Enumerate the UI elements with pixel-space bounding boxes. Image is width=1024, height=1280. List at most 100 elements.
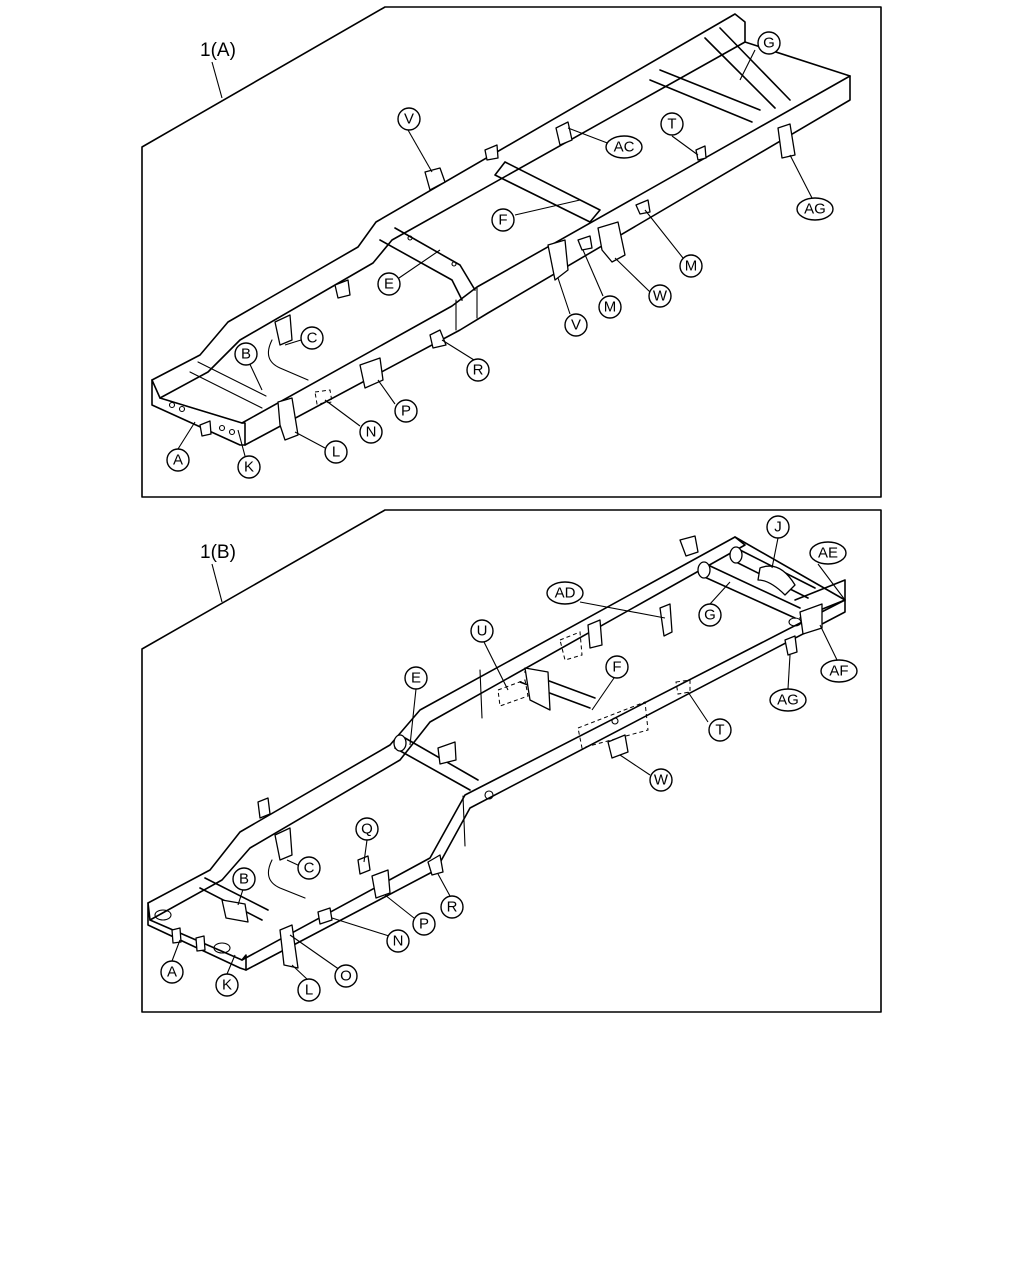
chassis-frame-a bbox=[151, 13, 851, 446]
label-a-b: B bbox=[234, 342, 258, 366]
label-b-w: W bbox=[649, 768, 673, 792]
label-b-g: G bbox=[698, 603, 722, 627]
label-a-a: A bbox=[166, 448, 190, 472]
svg-text:W: W bbox=[654, 772, 669, 789]
bracket-c bbox=[274, 314, 293, 346]
bracket-e bbox=[334, 279, 351, 299]
label-b-q: Q bbox=[355, 817, 379, 841]
svg-text:E: E bbox=[384, 276, 394, 293]
label-b-af: AF bbox=[820, 659, 858, 683]
bracket-w bbox=[597, 221, 626, 263]
label-b-o: O bbox=[334, 964, 358, 988]
label-a-m-lower: M bbox=[598, 295, 622, 319]
label-a-v-upper: V bbox=[397, 107, 421, 131]
label-b-n: N bbox=[386, 929, 410, 953]
bracket-v-lower bbox=[547, 239, 569, 281]
svg-text:AF: AF bbox=[829, 663, 848, 680]
label-a-v-lower: V bbox=[564, 313, 588, 337]
svg-text:G: G bbox=[763, 35, 775, 52]
svg-text:K: K bbox=[244, 459, 254, 476]
label-b-u: U bbox=[470, 619, 494, 643]
label-b-b: B bbox=[232, 867, 256, 891]
svg-text:N: N bbox=[393, 933, 404, 950]
bracket-r bbox=[427, 854, 444, 876]
bracket-ag bbox=[784, 635, 798, 656]
svg-text:A: A bbox=[173, 452, 183, 469]
bracket-k bbox=[199, 420, 212, 437]
svg-text:M: M bbox=[604, 299, 617, 316]
svg-text:A: A bbox=[167, 964, 177, 981]
bracket-ad bbox=[659, 603, 673, 637]
rear-top-bracket bbox=[679, 535, 699, 557]
label-a-t: T bbox=[660, 112, 684, 136]
label-a-k: K bbox=[237, 455, 261, 479]
svg-text:R: R bbox=[473, 362, 484, 379]
tube-j-end bbox=[729, 546, 743, 564]
panel-b: 1(B) bbox=[141, 509, 882, 1013]
label-a-p: P bbox=[394, 399, 418, 423]
bracket-u bbox=[497, 679, 529, 707]
label-a-e: E bbox=[377, 272, 401, 296]
bracket-m-upper bbox=[635, 199, 651, 215]
bracket-f bbox=[524, 667, 551, 711]
label-b-k: K bbox=[215, 973, 239, 997]
label-b-j: J bbox=[766, 515, 790, 539]
svg-text:K: K bbox=[222, 977, 232, 994]
bracket-v-upper bbox=[424, 167, 446, 191]
svg-text:V: V bbox=[571, 317, 581, 334]
label-b-r: R bbox=[440, 895, 464, 919]
bracket-top bbox=[484, 144, 499, 161]
svg-text:P: P bbox=[401, 403, 411, 420]
leaders-a bbox=[177, 49, 813, 457]
svg-text:T: T bbox=[667, 116, 676, 133]
bracket-p bbox=[371, 869, 391, 899]
label-b-l: L bbox=[297, 978, 321, 1002]
engine-mount-b bbox=[221, 899, 249, 923]
svg-text:AE: AE bbox=[818, 545, 838, 562]
bracket-ac bbox=[555, 121, 573, 146]
bracket-ag bbox=[777, 123, 796, 159]
panel-a-title: 1(A) bbox=[200, 40, 236, 61]
label-a-m-upper: M bbox=[679, 254, 703, 278]
bracket-af bbox=[799, 603, 823, 635]
svg-text:P: P bbox=[419, 916, 429, 933]
svg-text:B: B bbox=[241, 346, 251, 363]
bracket-r bbox=[429, 329, 447, 349]
bracket-t bbox=[695, 145, 707, 161]
label-b-f: F bbox=[605, 655, 629, 679]
label-a-w: W bbox=[648, 284, 672, 308]
bracket-w bbox=[607, 734, 629, 759]
label-b-p: P bbox=[412, 912, 436, 936]
bracket-m-lower bbox=[577, 235, 593, 251]
svg-text:N: N bbox=[366, 424, 377, 441]
svg-text:F: F bbox=[612, 659, 621, 676]
bracket-n bbox=[314, 389, 333, 405]
svg-text:U: U bbox=[477, 623, 488, 640]
bracket-e bbox=[437, 741, 457, 765]
bracket-t bbox=[675, 679, 691, 695]
panel-a-title-leader bbox=[211, 61, 223, 99]
label-b-ag: AG bbox=[769, 688, 807, 712]
bracket-k bbox=[195, 935, 206, 952]
bracket-l bbox=[279, 924, 299, 969]
svg-text:E: E bbox=[411, 670, 421, 687]
svg-text:B: B bbox=[239, 871, 249, 888]
label-b-t: T bbox=[708, 718, 732, 742]
svg-text:C: C bbox=[304, 860, 315, 877]
bracket-a bbox=[171, 927, 182, 944]
label-b-e: E bbox=[404, 666, 428, 690]
label-b-a: A bbox=[160, 960, 184, 984]
tube-e-end bbox=[393, 734, 407, 752]
label-a-ag: AG bbox=[796, 197, 834, 221]
panel-a: 1(A) bbox=[141, 6, 882, 498]
bracket-n bbox=[317, 907, 333, 925]
svg-text:AC: AC bbox=[614, 139, 635, 156]
label-a-f: F bbox=[491, 208, 515, 232]
panel-b-border bbox=[141, 509, 882, 1013]
svg-text:F: F bbox=[498, 212, 507, 229]
panel-b-title: 1(B) bbox=[200, 542, 236, 563]
chassis-frame-b bbox=[147, 535, 846, 971]
svg-text:W: W bbox=[653, 288, 668, 305]
label-a-g: G bbox=[757, 31, 781, 55]
